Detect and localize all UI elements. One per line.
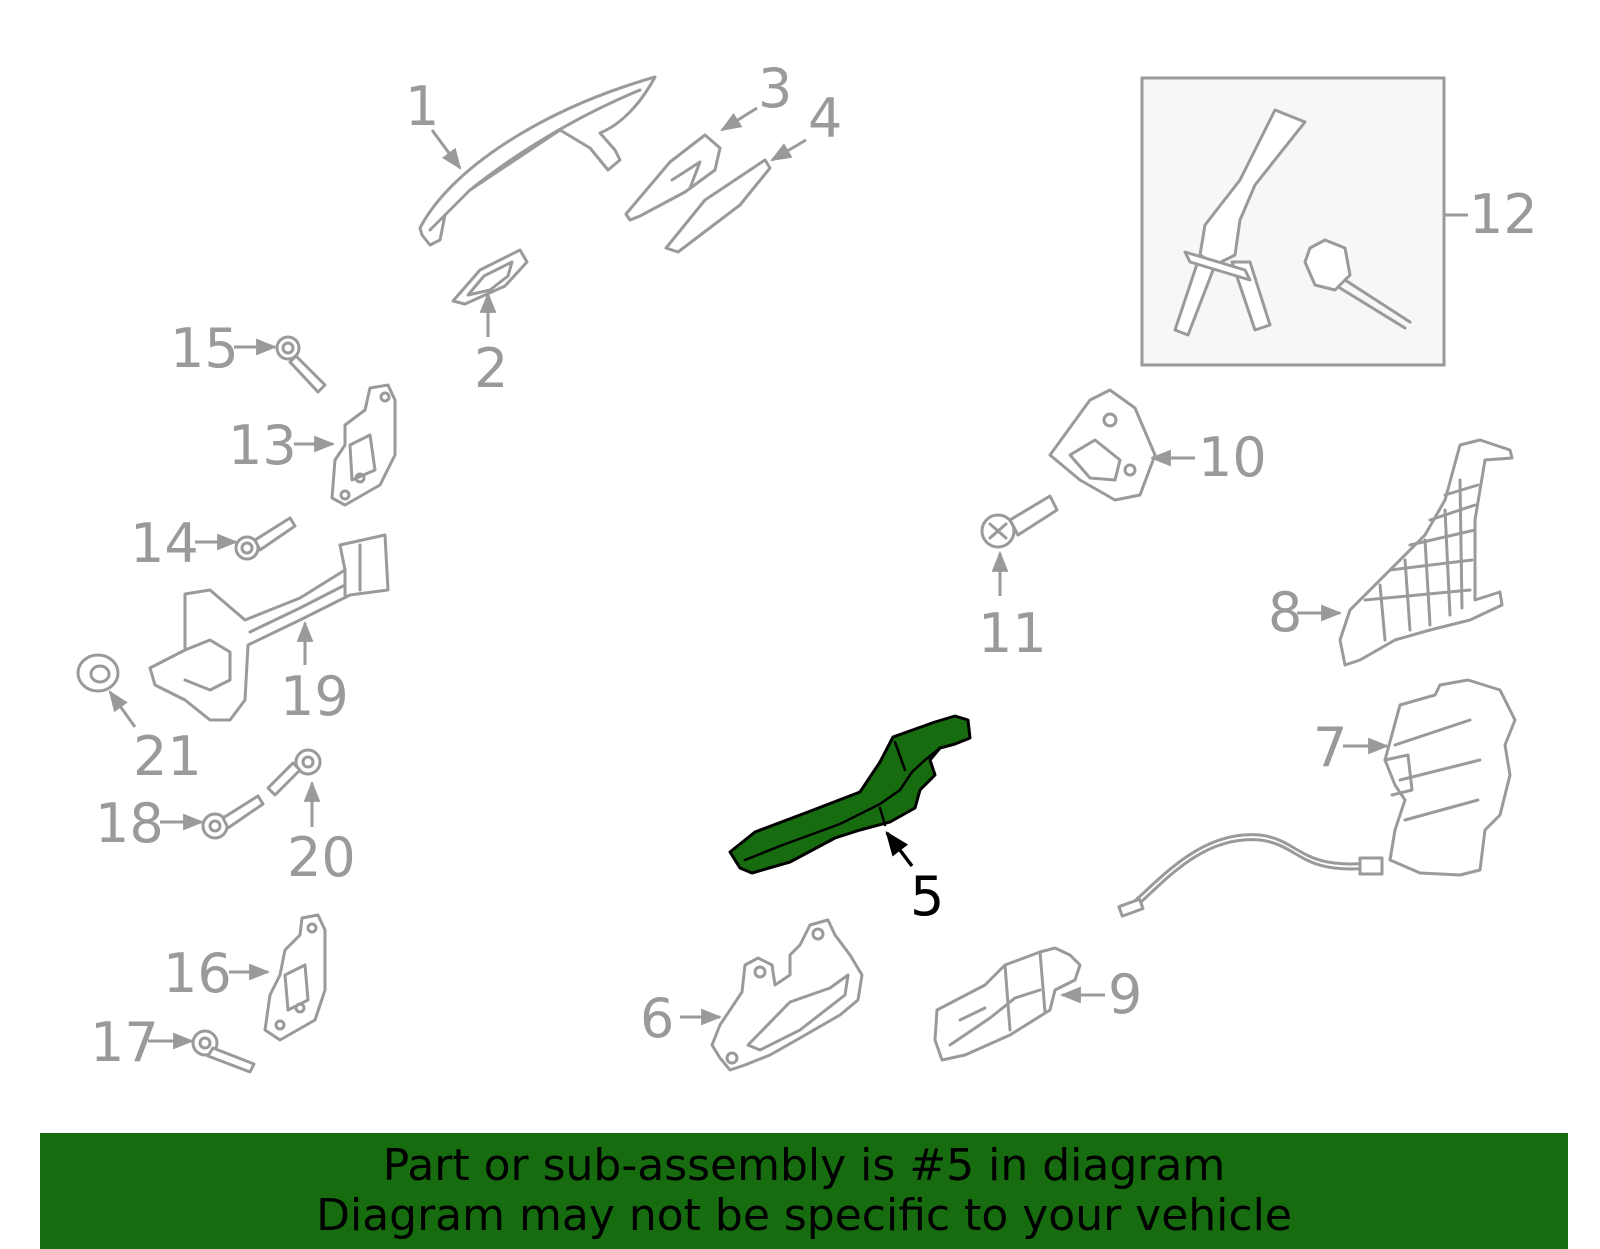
part-9-bracket — [933, 946, 1082, 1062]
label-18: 18 — [95, 792, 164, 855]
label-4: 4 — [808, 87, 842, 150]
label-16: 16 — [163, 942, 232, 1005]
label-17: 17 — [90, 1011, 159, 1074]
part-3-cover — [624, 133, 722, 222]
label-5: 5 — [910, 865, 944, 928]
label-7: 7 — [1313, 716, 1347, 779]
part-20-bolt — [266, 748, 322, 797]
part-14-bolt — [234, 516, 297, 561]
part-6-inside-handle — [710, 918, 864, 1072]
label-14: 14 — [130, 512, 199, 575]
label-10: 10 — [1198, 426, 1267, 489]
label-8: 8 — [1268, 581, 1302, 644]
part-1-outside-handle — [418, 75, 657, 247]
part-11-screw — [980, 494, 1059, 549]
part-8-bracket — [1338, 438, 1514, 667]
label-3: 3 — [758, 57, 792, 120]
part-17-bolt — [191, 1029, 256, 1074]
arrow-21 — [108, 690, 137, 728]
label-19: 19 — [280, 665, 349, 728]
part-21-washer — [76, 653, 120, 693]
part-19-door-check — [148, 533, 390, 722]
arrow-3 — [720, 106, 758, 132]
label-20: 20 — [287, 826, 356, 889]
part-13-hinge — [330, 383, 397, 507]
part-10-striker — [1048, 388, 1157, 502]
part-18-bolt — [201, 794, 265, 840]
label-12: 12 — [1469, 183, 1538, 246]
part-2-gasket — [451, 248, 529, 306]
label-1: 1 — [405, 75, 439, 138]
banner-line-1: Part or sub-assembly is #5 in diagram — [382, 1140, 1226, 1191]
label-11: 11 — [978, 602, 1047, 665]
part-16-hinge — [263, 913, 327, 1042]
label-15: 15 — [170, 317, 239, 380]
part-5-highlighted — [728, 714, 972, 875]
part-7-actuator — [1117, 678, 1517, 918]
label-13: 13 — [228, 414, 297, 477]
label-9: 9 — [1108, 963, 1142, 1026]
label-6: 6 — [640, 987, 674, 1050]
arrow-5 — [885, 831, 914, 868]
arrow-4 — [770, 138, 807, 162]
arrow-1 — [430, 129, 462, 170]
info-banner: Part or sub-assembly is #5 in diagram Di… — [40, 1133, 1568, 1249]
label-21: 21 — [133, 725, 202, 788]
label-2: 2 — [474, 337, 508, 400]
part-15-bolt — [275, 335, 327, 394]
banner-line-2: Diagram may not be specific to your vehi… — [316, 1190, 1292, 1241]
part-4-trim — [664, 158, 772, 254]
part-12-box — [1140, 76, 1446, 367]
